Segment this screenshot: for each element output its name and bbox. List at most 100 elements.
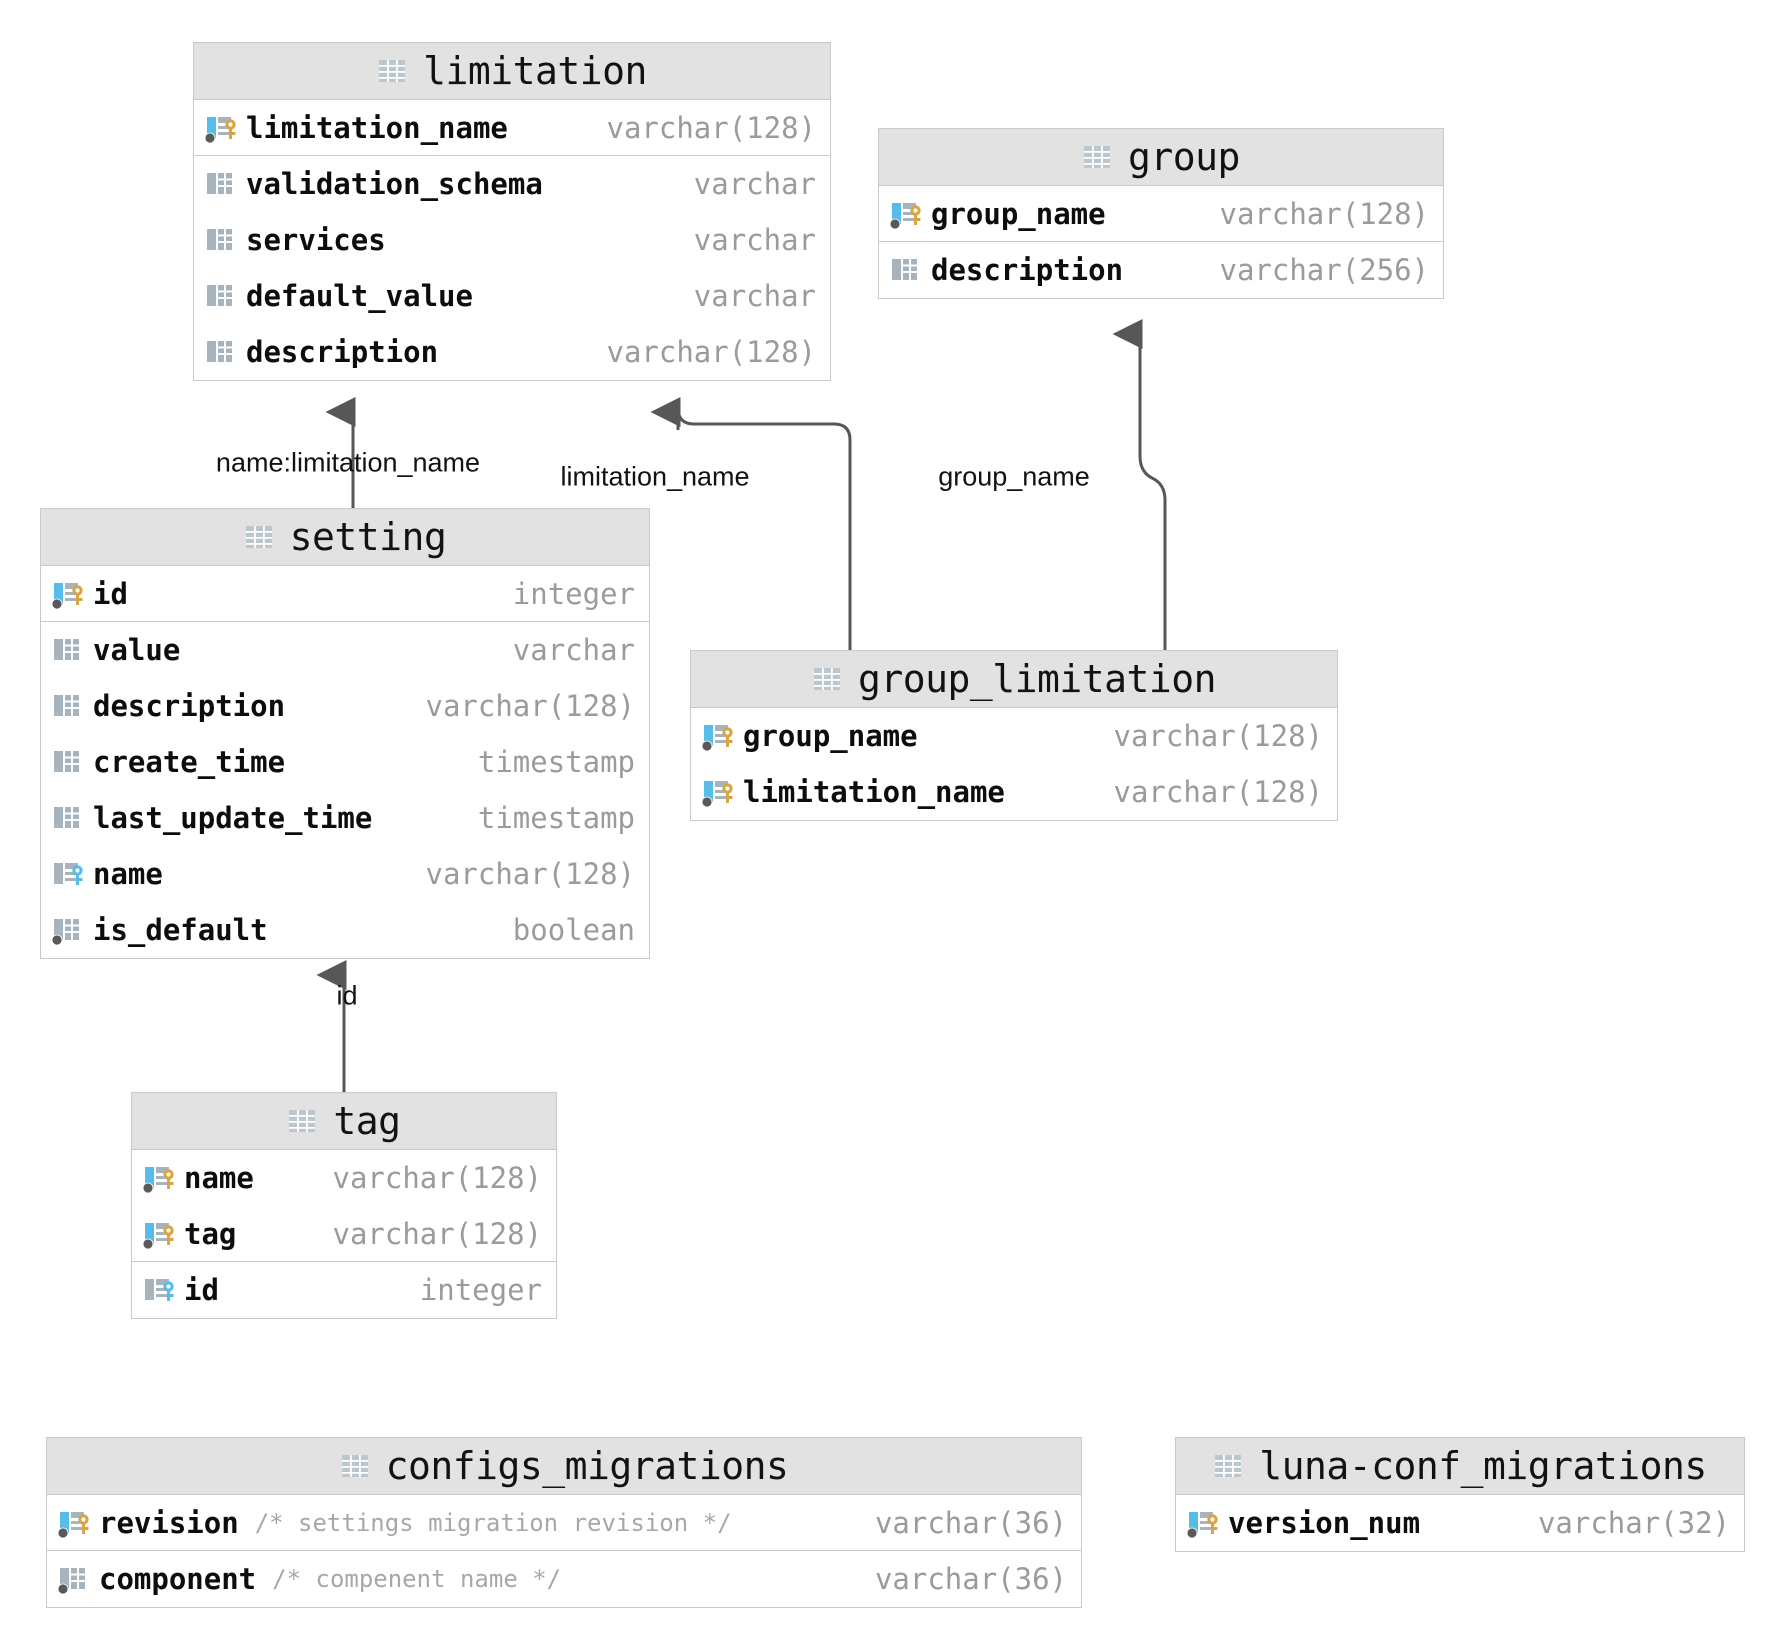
edge-group-limitation-limitation xyxy=(650,397,852,650)
column-name: name xyxy=(93,857,163,891)
pk-notnull-icon xyxy=(701,725,733,752)
pk-notnull-icon xyxy=(142,1167,174,1194)
column-row[interactable]: component/* compenent name */varchar(36) xyxy=(47,1551,1081,1607)
column-row[interactable]: id integer xyxy=(41,566,649,622)
column-name: last_update_time xyxy=(93,801,373,835)
table-columns: revision/* settings migration revision *… xyxy=(47,1495,1081,1607)
column-type: varchar(36) xyxy=(874,1562,1067,1596)
column-icon xyxy=(54,807,79,828)
table-header-tag[interactable]: tag xyxy=(132,1093,556,1150)
column-icon xyxy=(207,173,232,194)
column-icon xyxy=(207,229,232,250)
table-header-group_limitation[interactable]: group_limitation xyxy=(691,651,1337,708)
column-row[interactable]: create_time timestamp xyxy=(41,734,649,790)
column-name: default_value xyxy=(246,279,473,313)
column-name: limitation_name xyxy=(743,775,1005,809)
table-grid-icon xyxy=(341,1455,368,1477)
table-grid-icon xyxy=(813,668,840,690)
column-row[interactable]: name varchar(128) xyxy=(41,846,649,902)
column-type: varchar(128) xyxy=(332,1216,542,1251)
column-row[interactable]: id integer xyxy=(132,1262,556,1318)
column-type: integer xyxy=(419,1273,542,1307)
table-grid-icon xyxy=(1084,146,1111,168)
table-setting[interactable]: setting id integer value varchar description v… xyxy=(40,508,650,959)
column-type: varchar(128) xyxy=(425,689,635,723)
column-type: integer xyxy=(512,576,635,611)
column-row[interactable]: last_update_time timestamp xyxy=(41,790,649,846)
column-name: version_num xyxy=(1228,1506,1421,1540)
table-title: tag xyxy=(333,1099,401,1143)
table-grid-icon xyxy=(1215,1455,1242,1477)
column-type: varchar(128) xyxy=(606,335,816,369)
table-header-limitation[interactable]: limitation xyxy=(194,43,830,100)
column-row[interactable]: name varchar(128) xyxy=(132,1150,556,1206)
column-type: timestamp xyxy=(477,745,635,779)
column-type: varchar(128) xyxy=(1113,719,1323,753)
column-name: services xyxy=(246,223,386,257)
table-grid-icon xyxy=(379,60,406,82)
pk-notnull-icon xyxy=(1186,1512,1218,1539)
column-name: create_time xyxy=(93,745,286,779)
column-icon xyxy=(54,639,79,660)
column-name: validation_schema xyxy=(246,167,543,201)
column-row[interactable]: revision/* settings migration revision *… xyxy=(47,1495,1081,1551)
column-type: varchar(256) xyxy=(1219,253,1429,287)
column-type: varchar(36) xyxy=(874,1505,1067,1540)
column-notnull-icon xyxy=(57,1568,85,1595)
column-name: name xyxy=(184,1161,254,1195)
column-type: varchar(128) xyxy=(332,1161,542,1195)
column-type: varchar(128) xyxy=(425,857,635,891)
column-name: component xyxy=(99,1562,257,1596)
column-type: boolean xyxy=(512,913,635,947)
table-title: luna-conf_migrations xyxy=(1259,1444,1707,1488)
column-name: id xyxy=(184,1273,219,1307)
pk-notnull-icon xyxy=(204,116,236,143)
column-notnull-icon xyxy=(51,919,79,946)
column-name: description xyxy=(93,689,286,723)
pk-notnull-icon xyxy=(701,781,733,808)
column-name: value xyxy=(93,633,181,667)
table-columns: id integer value varchar description varchar(… xyxy=(41,566,649,958)
column-name: group_name xyxy=(931,196,1106,231)
pk-notnull-icon xyxy=(142,1222,174,1249)
column-row[interactable]: description varchar(128) xyxy=(41,678,649,734)
table-header-group[interactable]: group xyxy=(879,129,1443,186)
column-row[interactable]: value varchar xyxy=(41,622,649,678)
column-icon xyxy=(892,259,917,280)
column-type: timestamp xyxy=(477,801,635,835)
table-header-setting[interactable]: setting xyxy=(41,509,649,566)
table-title: group xyxy=(1128,135,1240,179)
column-type: varchar xyxy=(512,633,635,667)
column-row[interactable]: services varchar xyxy=(194,212,830,268)
table-header-luna-conf_migrations[interactable]: luna-conf_migrations xyxy=(1176,1438,1744,1495)
unique-key-icon xyxy=(54,863,83,885)
edge-group-limitation-group xyxy=(1112,319,1167,650)
column-name: id xyxy=(93,576,128,611)
table-header-configs_migrations[interactable]: configs_migrations xyxy=(47,1438,1081,1495)
column-icon xyxy=(54,751,79,772)
column-type: varchar xyxy=(693,223,816,257)
column-comment: /* settings migration revision */ xyxy=(254,1508,732,1537)
